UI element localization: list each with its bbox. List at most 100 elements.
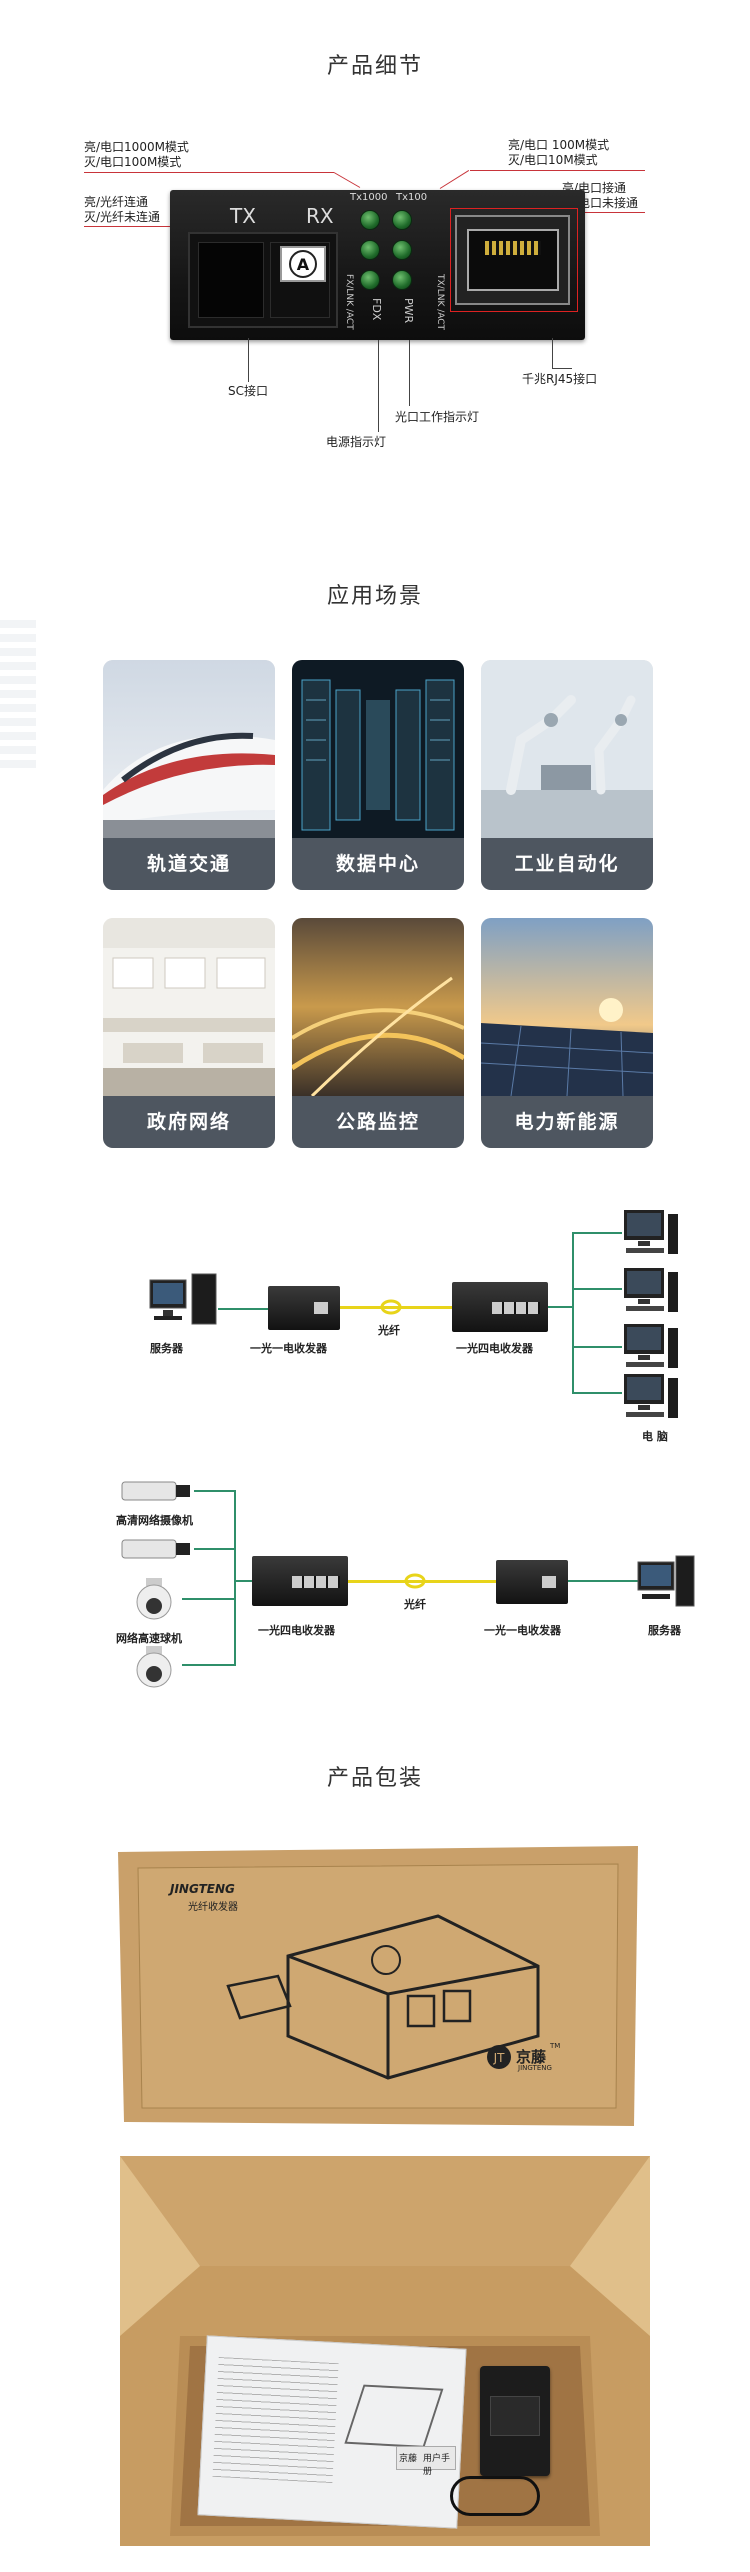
fiber-line xyxy=(340,1306,452,1309)
highway-image xyxy=(292,918,464,1098)
link-line xyxy=(572,1232,622,1234)
anno-line xyxy=(552,368,572,369)
link-line xyxy=(572,1232,574,1392)
packaging-box-closed: JINGTENG 光纤收发器 JT 京藤 TM JINGTENG xyxy=(118,1846,638,2126)
tx-label: TX xyxy=(230,204,256,228)
fiber-led-label: 光口工作指示灯 xyxy=(395,410,480,424)
brand-subtitle: 光纤收发器 xyxy=(188,1902,238,1913)
rx-label: RX xyxy=(306,204,334,228)
power-led-label: 电源指示灯 xyxy=(326,435,387,449)
scenario-title: 应用场景 xyxy=(326,584,423,609)
datacenter-image xyxy=(292,660,464,838)
power-adapter xyxy=(480,2366,550,2476)
scenario-card-rail[interactable]: 轨道交通 xyxy=(103,660,275,890)
link-line xyxy=(234,1580,252,1582)
anno-right-top-1: 亮/电口 100M模式 xyxy=(508,138,610,152)
package-title: 产品包装 xyxy=(326,1766,423,1791)
led-indicator xyxy=(392,210,412,230)
quad-converter-icon xyxy=(452,1282,548,1332)
anno-line xyxy=(439,170,470,189)
link-line xyxy=(218,1308,268,1310)
led-indicator xyxy=(360,240,380,260)
led-indicator xyxy=(392,240,412,260)
a-badge: A xyxy=(280,246,326,282)
single-converter-icon xyxy=(268,1286,340,1330)
fiber-coil-icon xyxy=(380,1299,402,1315)
led-tx1000-label: Tx1000 xyxy=(350,192,388,203)
scenario-label: 公路监控 xyxy=(292,1096,464,1148)
server-label: 服务器 xyxy=(648,1624,681,1637)
side-decoration xyxy=(0,620,36,770)
dome-camera-icon xyxy=(136,1646,172,1688)
anno-line xyxy=(378,340,379,432)
pwr-label: PWR xyxy=(402,298,415,324)
manual-tag: 京藤 用户手册 xyxy=(396,2446,456,2477)
manual-label: 用户手册 xyxy=(423,2454,451,2477)
link-line xyxy=(234,1490,236,1666)
adapter-cable xyxy=(450,2476,540,2516)
device-logo-text: 京藤 xyxy=(399,2454,418,2464)
dome-label: 网络高速球机 xyxy=(116,1632,182,1645)
camera-icon xyxy=(121,1539,190,1559)
industrial-image xyxy=(481,660,653,838)
single-converter-label: 一光一电收发器 xyxy=(250,1342,327,1355)
fdx-label: FDX xyxy=(370,298,383,321)
link-line xyxy=(182,1664,234,1666)
anno-left-top-1: 亮/电口1000M模式 xyxy=(84,140,189,154)
anno-left-top-2: 灭/电口100M模式 xyxy=(84,155,182,169)
link-line xyxy=(568,1580,638,1582)
scenario-label: 工业自动化 xyxy=(481,838,653,890)
camera-label: 高清网络摄像机 xyxy=(116,1514,193,1527)
anno-line xyxy=(552,338,553,368)
anno-line xyxy=(470,170,645,171)
link-line xyxy=(182,1598,234,1600)
led-indicator xyxy=(360,270,380,290)
computer-icon xyxy=(624,1374,678,1418)
computer-icon xyxy=(624,1324,678,1368)
rj45-port-label: 千兆RJ45接口 xyxy=(522,372,598,386)
detail-title: 产品细节 xyxy=(326,54,423,79)
scenario-card-energy[interactable]: 电力新能源 xyxy=(481,918,653,1148)
scenario-label: 政府网络 xyxy=(103,1096,275,1148)
scenario-label: 数据中心 xyxy=(292,838,464,890)
anno-line xyxy=(409,340,410,406)
packaging-box-open: 京藤 用户手册 xyxy=(120,2156,650,2556)
government-image xyxy=(103,918,275,1096)
computer-label: 电 脑 xyxy=(642,1430,668,1443)
rj45-highlight xyxy=(450,208,578,312)
link-line xyxy=(194,1490,234,1492)
anno-line xyxy=(333,172,361,188)
single-converter-label: 一光一电收发器 xyxy=(484,1624,561,1637)
user-manual xyxy=(197,2335,467,2529)
computer-icon xyxy=(624,1268,678,1312)
quad-converter-label: 一光四电收发器 xyxy=(456,1342,533,1355)
link-line xyxy=(194,1548,234,1550)
scenario-label: 轨道交通 xyxy=(103,838,275,890)
logo-cn: 京藤 xyxy=(516,2048,547,2066)
scenario-label: 电力新能源 xyxy=(481,1096,653,1148)
txlnk-label: TX/LNK /ACT xyxy=(435,274,445,331)
sc-port-label: SC接口 xyxy=(228,384,268,398)
logo-en: JINGTENG xyxy=(518,2064,552,2072)
brand-name: JINGTENG xyxy=(170,1882,235,1896)
svg-text:JT: JT xyxy=(493,2051,506,2065)
quad-converter-label: 一光四电收发器 xyxy=(258,1624,335,1637)
fxlnk-label: FX/LNK /ACT xyxy=(344,274,354,330)
rj45-port xyxy=(455,215,570,305)
anno-left-mid-2: 灭/光纤未连通 xyxy=(84,210,161,224)
computer-icon xyxy=(624,1210,678,1254)
fiber-line xyxy=(348,1580,496,1583)
scenario-card-datacenter[interactable]: 数据中心 xyxy=(292,660,464,890)
media-converter-device: TX RX A Tx1000 Tx100 FX/LNK /ACT FDX PWR… xyxy=(170,190,585,340)
scenario-card-highway[interactable]: 公路监控 xyxy=(292,918,464,1148)
led-indicator xyxy=(360,210,380,230)
scenario-card-government[interactable]: 政府网络 xyxy=(103,918,275,1148)
camera-icon xyxy=(121,1481,190,1501)
led-indicator xyxy=(392,270,412,290)
anno-line xyxy=(248,338,249,382)
scenario-card-industrial[interactable]: 工业自动化 xyxy=(481,660,653,890)
fiber-label: 光纤 xyxy=(378,1324,400,1337)
link-line xyxy=(548,1306,572,1308)
energy-image xyxy=(481,918,653,1097)
link-line xyxy=(572,1288,622,1290)
